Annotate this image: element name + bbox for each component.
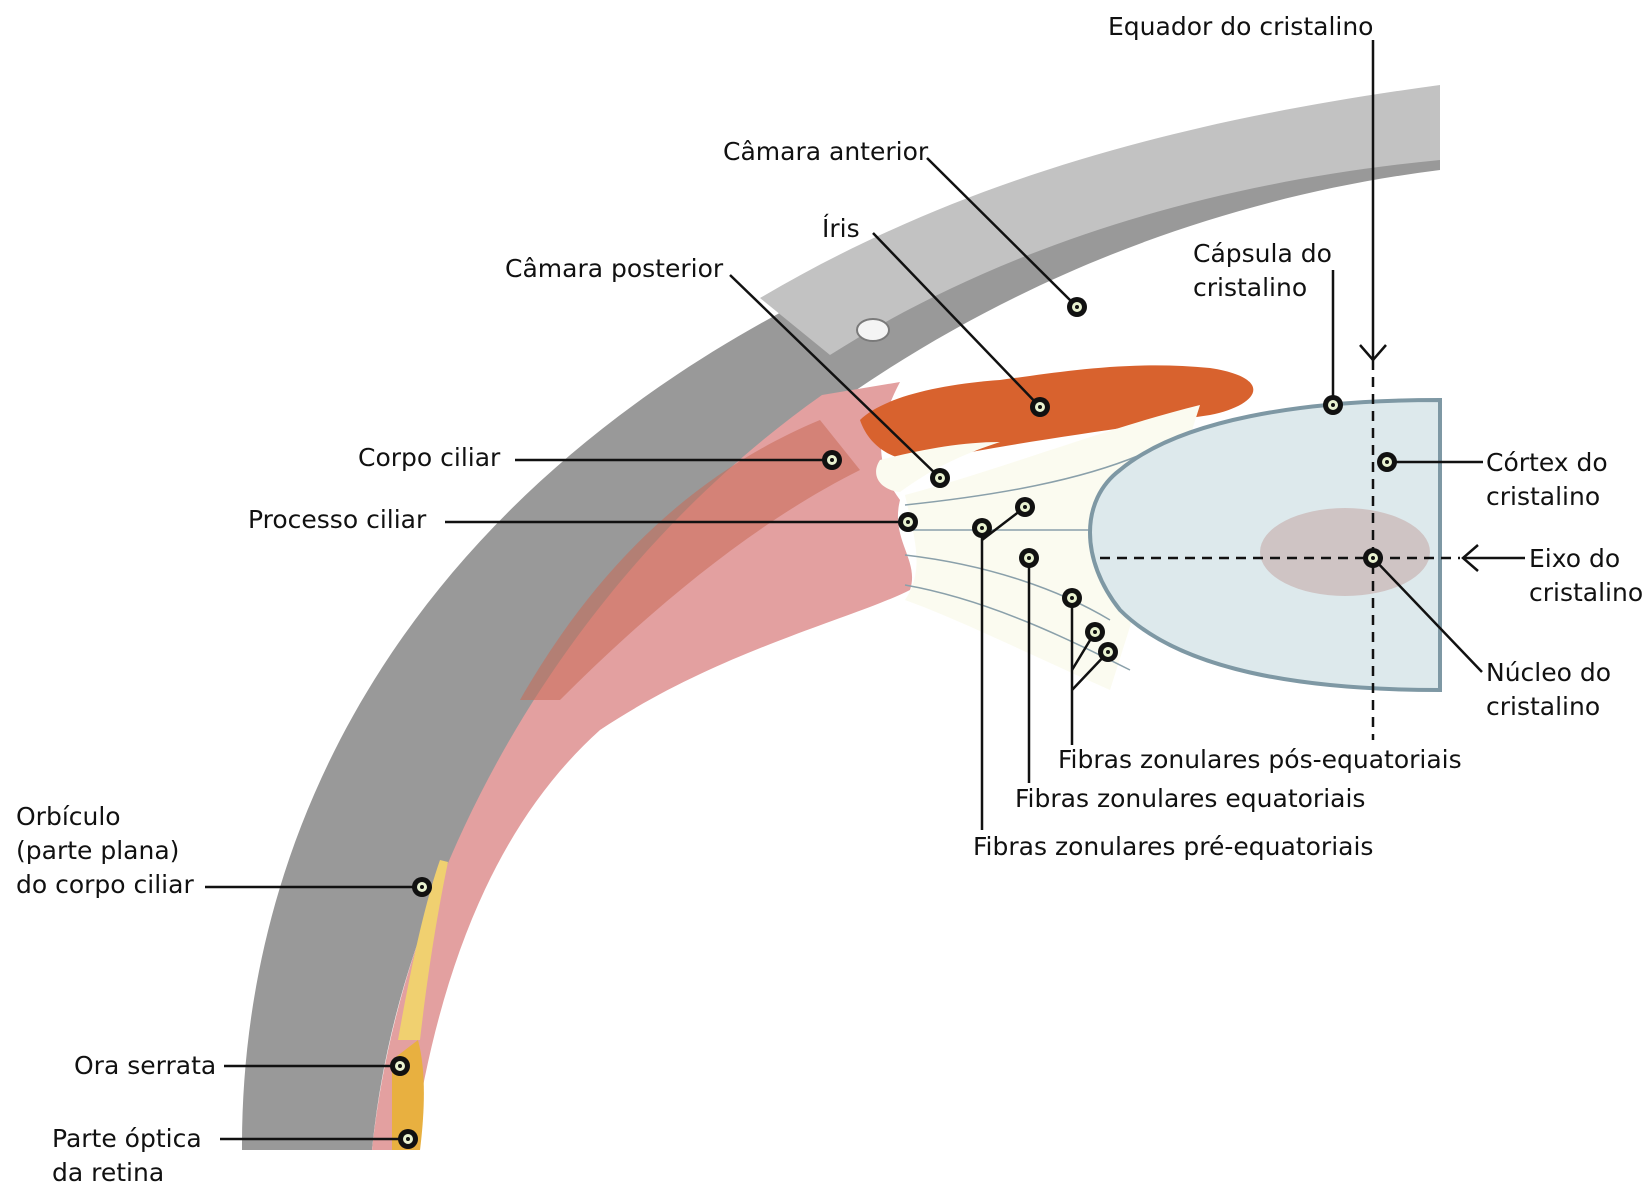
- label-cortex-line-2: cristalino: [1486, 480, 1608, 514]
- label-fibras-eq: Fibras zonulares equatoriais: [1015, 782, 1365, 816]
- marker-dot: [412, 877, 432, 897]
- marker-dot: [1019, 548, 1039, 568]
- label-capsula-line-1: Cápsula do: [1193, 237, 1332, 271]
- label-camara-anterior: Câmara anterior: [723, 135, 928, 169]
- marker-dot: [1098, 642, 1118, 662]
- label-orbiculo: Orbículo (parte plana) do corpo ciliar: [16, 800, 194, 902]
- label-processo-ciliar: Processo ciliar: [248, 503, 426, 537]
- label-fibras-pre: Fibras zonulares pré-equatoriais: [973, 830, 1373, 864]
- label-nucleo-line-2: cristalino: [1486, 690, 1611, 724]
- marker-dot: [1030, 397, 1050, 417]
- label-orbiculo-line-3: do corpo ciliar: [16, 868, 194, 902]
- marker-dot: [1067, 297, 1087, 317]
- label-equador: Equador do cristalino: [1108, 10, 1373, 44]
- label-capsula: Cápsula do cristalino: [1193, 237, 1332, 305]
- label-cortex: Córtex do cristalino: [1486, 446, 1608, 514]
- label-orbiculo-line-2: (parte plana): [16, 834, 194, 868]
- marker-dot: [1377, 452, 1397, 472]
- marker-dot: [1363, 548, 1383, 568]
- marker-dot: [930, 468, 950, 488]
- label-ora-serrata: Ora serrata: [74, 1049, 216, 1083]
- label-orbiculo-line-1: Orbículo: [16, 800, 194, 834]
- marker-dot: [972, 518, 992, 538]
- label-corpo-ciliar: Corpo ciliar: [358, 441, 500, 475]
- marker-dot: [822, 450, 842, 470]
- label-eixo: Eixo do cristalino: [1529, 542, 1643, 610]
- label-fibras-pos: Fibras zonulares pós-equatoriais: [1058, 743, 1462, 777]
- marker-dot: [898, 512, 918, 532]
- label-iris: Íris: [822, 212, 860, 246]
- label-parte-optica-line-2: da retina: [52, 1156, 202, 1190]
- label-nucleo: Núcleo do cristalino: [1486, 656, 1611, 724]
- label-eixo-line-2: cristalino: [1529, 576, 1643, 610]
- marker-dot: [1323, 395, 1343, 415]
- schlemm-canal: [857, 319, 889, 341]
- label-eixo-line-1: Eixo do: [1529, 542, 1643, 576]
- marker-dot: [390, 1056, 410, 1076]
- marker-dot: [1015, 497, 1035, 517]
- marker-dot: [1062, 588, 1082, 608]
- label-parte-optica: Parte óptica da retina: [52, 1122, 202, 1190]
- marker-dot: [1085, 622, 1105, 642]
- marker-dot: [398, 1129, 418, 1149]
- label-nucleo-line-1: Núcleo do: [1486, 656, 1611, 690]
- label-parte-optica-line-1: Parte óptica: [52, 1122, 202, 1156]
- label-cortex-line-1: Córtex do: [1486, 446, 1608, 480]
- label-camara-posterior: Câmara posterior: [505, 252, 723, 286]
- label-capsula-line-2: cristalino: [1193, 271, 1332, 305]
- lens-nucleus: [1260, 508, 1430, 596]
- cornea: [760, 85, 1440, 355]
